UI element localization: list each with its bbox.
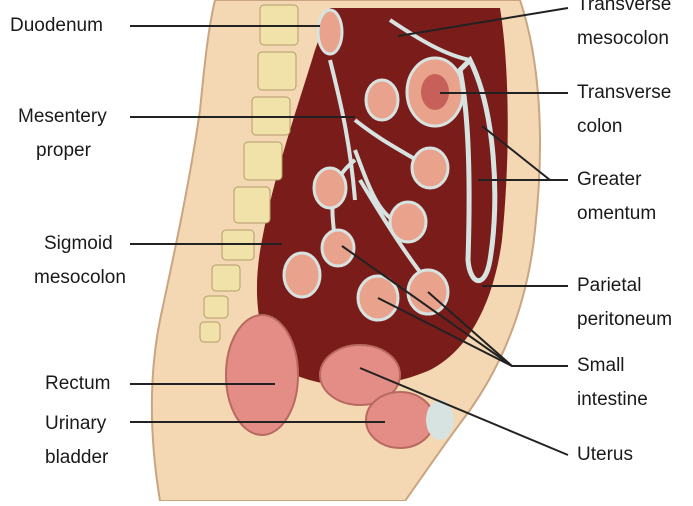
label-parietal-peritoneum: Parietal peritoneum (577, 269, 672, 337)
label-urinary-bladder: Urinary bladder (45, 407, 108, 475)
label-sigmoid-mesocolon: Sigmoid mesocolon (44, 227, 126, 295)
urinary-bladder-shape (366, 392, 434, 448)
duodenum-shape (318, 10, 342, 54)
rectum-shape (226, 315, 298, 435)
label-transverse-mesocolon: Transverse mesocolon (577, 0, 671, 56)
label-uterus: Uterus (577, 438, 633, 472)
label-duodenum: Duodenum (10, 9, 103, 43)
label-mesentery-proper: Mesentery proper (18, 100, 107, 168)
label-greater-omentum: Greater omentum (577, 163, 656, 231)
label-small-intestine: Small intestine (577, 349, 648, 417)
label-rectum: Rectum (45, 367, 110, 401)
label-transverse-colon: Transverse colon (577, 76, 671, 144)
